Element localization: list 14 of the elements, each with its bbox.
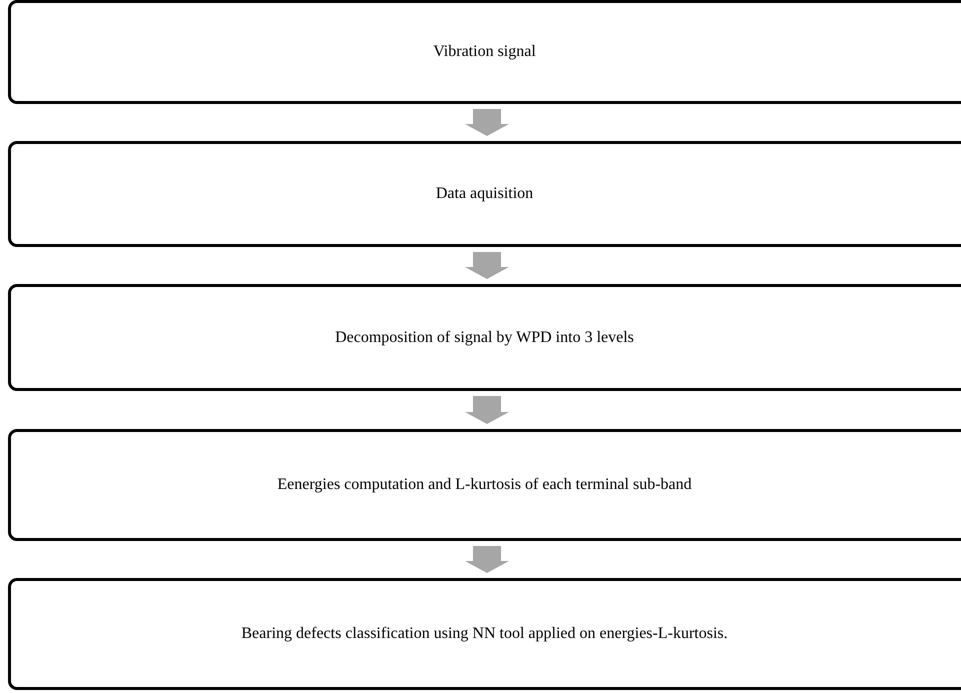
step-text: Bearing defects classification using NN tool applied on energies-L-kurtosis. <box>241 624 728 644</box>
step-text: Eenergies computation and L-kurtosis of each terminal sub-band <box>277 475 692 495</box>
process-box <box>8 578 961 690</box>
process-box <box>8 0 961 104</box>
arrow <box>465 252 509 279</box>
process-box <box>8 429 961 541</box>
step-text: Decomposition of signal by WPD into 3 levels <box>335 328 634 348</box>
step-text: Data aquisition <box>436 184 534 204</box>
process-box <box>8 284 961 391</box>
arrow <box>465 109 509 136</box>
step-text: Vibration signal <box>433 42 536 62</box>
arrow <box>465 546 509 573</box>
process-box <box>8 141 961 247</box>
arrow <box>465 396 509 424</box>
